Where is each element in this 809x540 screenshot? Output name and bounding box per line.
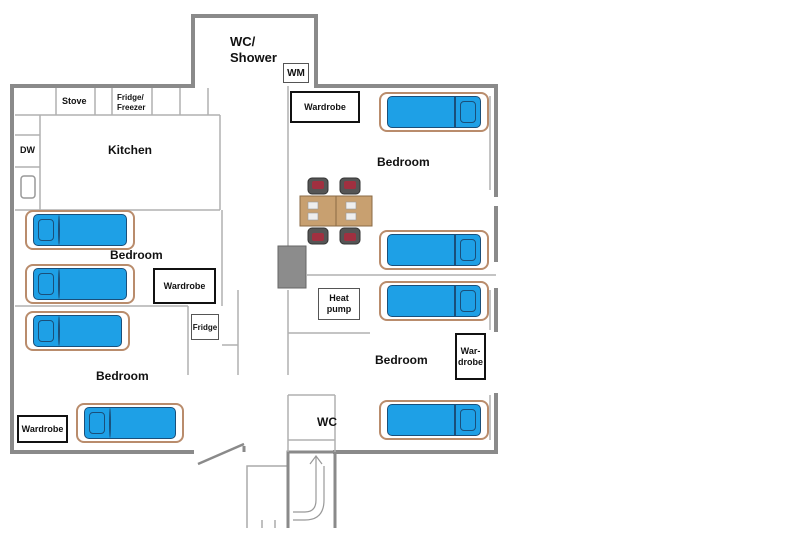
entrance: [197, 442, 337, 528]
heat-pump: Heat pump: [318, 288, 360, 320]
label-stove: Stove: [62, 96, 87, 106]
wardrobe-right: War- drobe: [455, 333, 486, 380]
bed-bottom-left-1: [25, 311, 130, 351]
bed-top-right-1: [379, 92, 489, 132]
wardrobe-top: Wardrobe: [290, 91, 360, 123]
label-bedroom-bottom-right: Bedroom: [375, 353, 428, 367]
label-bedroom-bottom-left: Bedroom: [96, 369, 149, 383]
label-wc: WC: [317, 415, 337, 429]
label-bedroom-mid-left: Bedroom: [110, 248, 163, 262]
fridge: Fridge: [191, 314, 219, 340]
label-wc-shower: WC/ Shower: [230, 34, 277, 65]
bed-mid-left-2: [25, 264, 135, 304]
label-bedroom-top-right: Bedroom: [377, 155, 430, 169]
bed-top-right-2: [379, 230, 489, 270]
washing-machine: WM: [283, 63, 309, 83]
stair-arrow: [293, 455, 325, 521]
bed-mid-left-1: [25, 210, 135, 250]
label-dw: DW: [20, 145, 35, 155]
dining-table: [299, 195, 373, 227]
label-kitchen: Kitchen: [108, 143, 153, 157]
chimney: [277, 245, 307, 289]
label-fridge-freezer: Fridge/ Freezer: [117, 93, 146, 112]
dining-chairs: [307, 177, 361, 245]
bed-bottom-left-2: [76, 403, 184, 443]
outer-walls: [10, 14, 498, 454]
wardrobe-mid-left: Wardrobe: [153, 268, 216, 304]
bed-bottom-right-1: [379, 281, 489, 321]
wardrobe-bottom-left: Wardrobe: [17, 415, 68, 443]
bed-bottom-right-2: [379, 400, 489, 440]
